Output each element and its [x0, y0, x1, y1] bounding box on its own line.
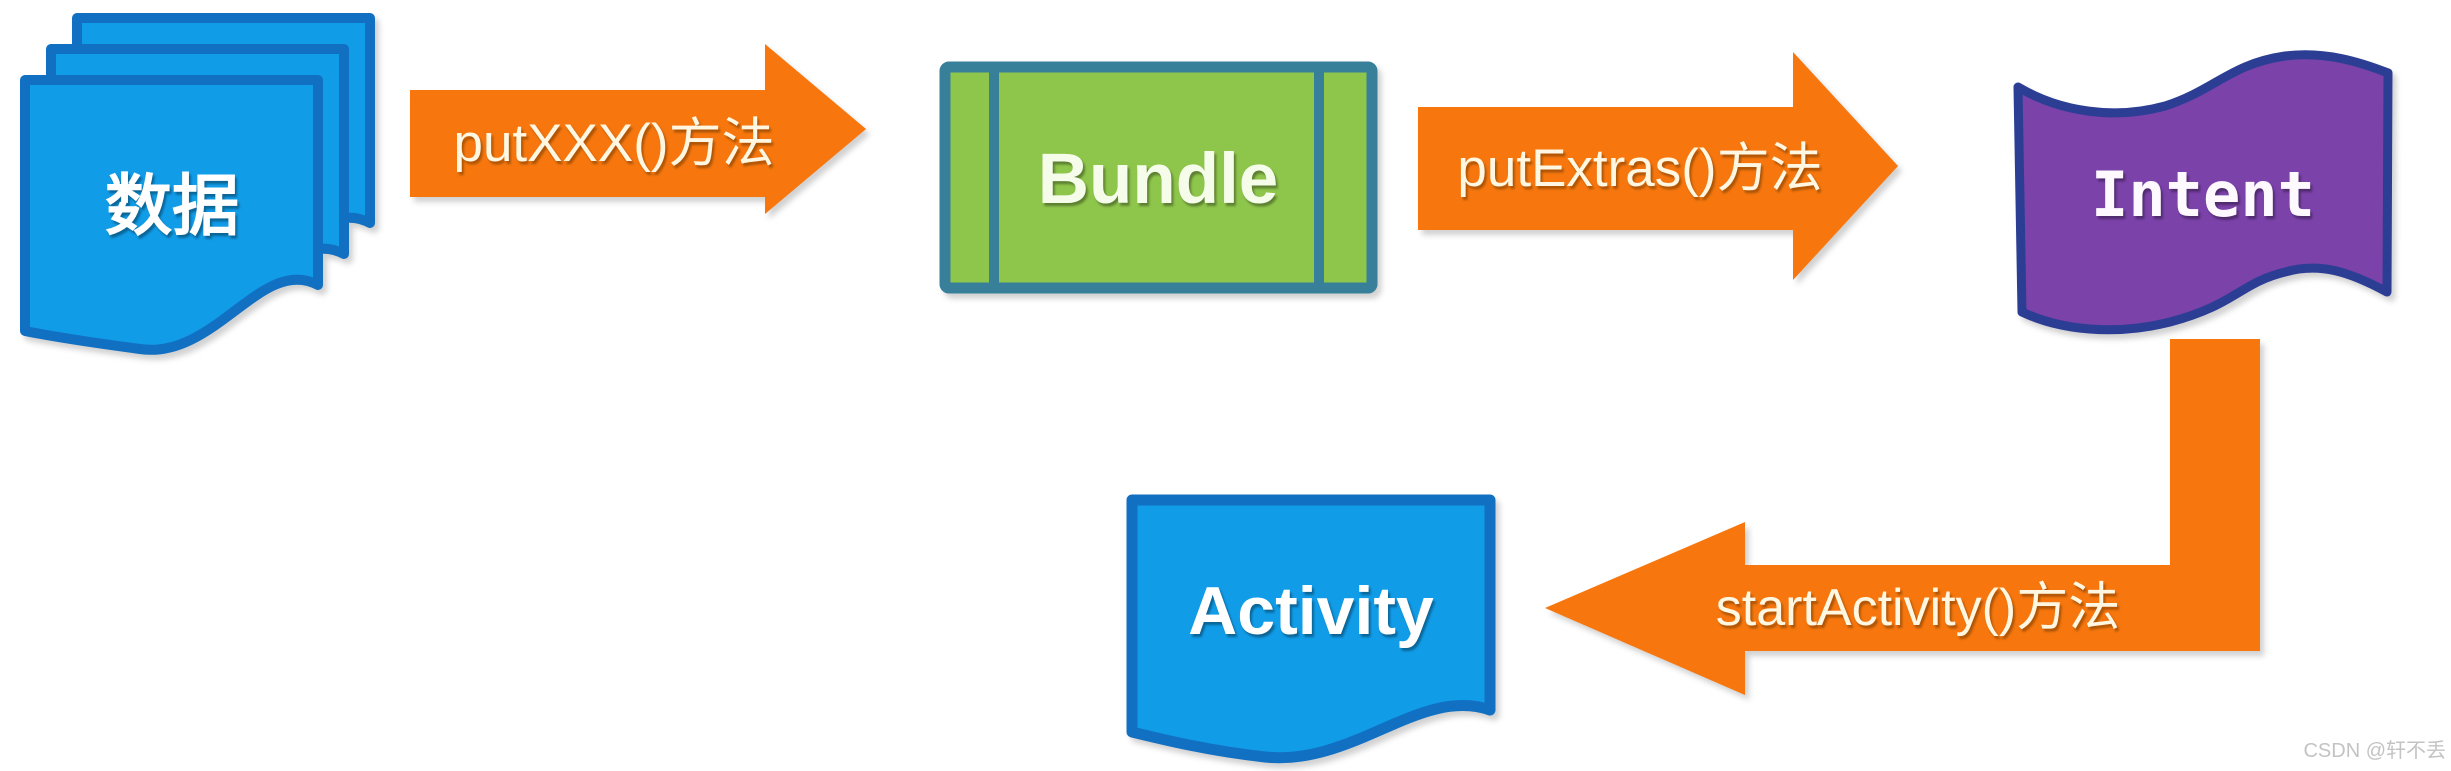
- activity-node-label: Activity: [1188, 573, 1434, 649]
- bundle-node-label: Bundle: [1038, 140, 1279, 219]
- watermark: CSDN @轩不丢: [2303, 739, 2446, 762]
- arrow-putextras-label: putExtras()方法: [1457, 139, 1822, 198]
- arrow-putextras-shape: [1418, 52, 1898, 280]
- arrow-putextras: putExtras()方法: [1418, 52, 1898, 280]
- activity-doc-shape: [1126, 494, 1496, 764]
- arrow-startactivity-shape: [1545, 339, 2260, 695]
- intent-node: Intent: [2013, 50, 2393, 335]
- arrow-startactivity-label: startActivity()方法: [1716, 579, 2120, 637]
- arrow-startactivity: startActivity()方法: [1545, 339, 2260, 695]
- bundle-box: [939, 61, 1378, 294]
- activity-node: Activity: [1126, 494, 1496, 764]
- bundle-node: Bundle: [939, 61, 1378, 294]
- intent-flag-shape: [2013, 50, 2393, 335]
- arrow-putxxx: putXXX()方法: [410, 44, 866, 214]
- arrow-putxxx-shape: [410, 44, 866, 214]
- data-node: 数据: [25, 18, 370, 350]
- arrow-putxxx-label: putXXX()方法: [453, 114, 774, 173]
- data-node-label: 数据: [105, 169, 239, 244]
- intent-node-label: Intent: [2091, 158, 2315, 231]
